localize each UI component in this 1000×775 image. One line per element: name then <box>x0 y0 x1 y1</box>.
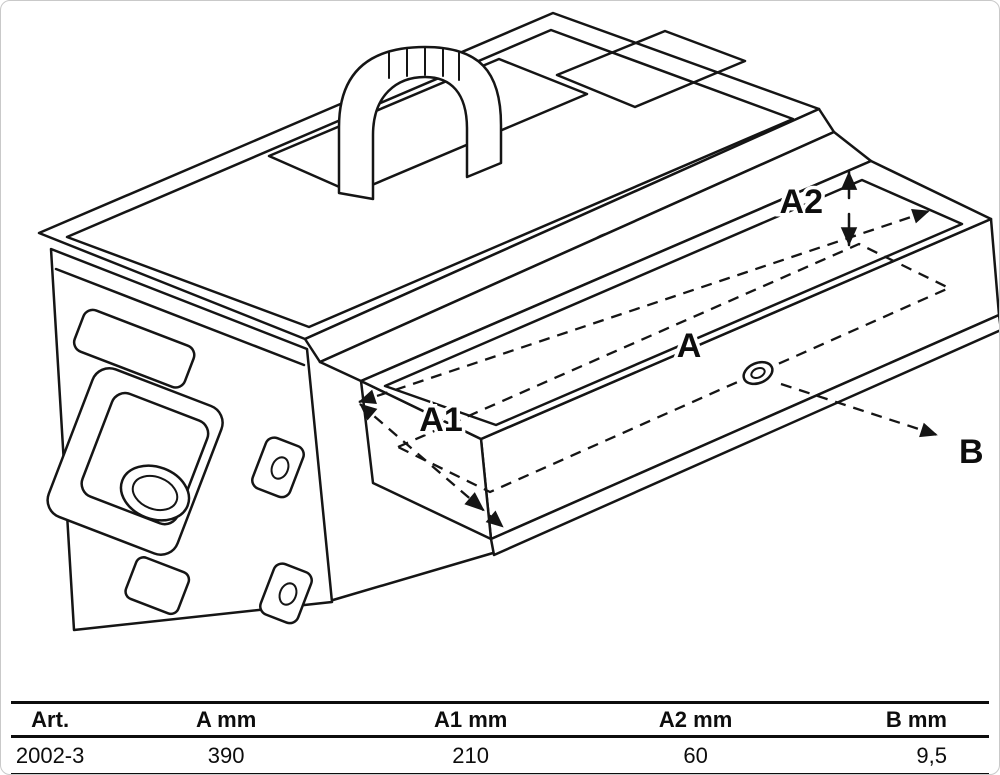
dimension-line-a <box>358 209 930 404</box>
cell-a1: 210 <box>452 742 489 768</box>
body-rim-line <box>54 267 306 367</box>
cell-a: 390 <box>207 742 245 768</box>
latch-hinge <box>72 308 196 389</box>
cell-art: 2002-3 <box>15 742 85 768</box>
dimension-annotations: A2 A A1 B <box>358 170 987 528</box>
dimension-label-a2: A2 <box>780 183 823 221</box>
carry-handle <box>337 45 503 201</box>
handle-loop <box>337 45 503 201</box>
corner-bracket-plates <box>251 436 313 625</box>
col-header-b: B mm <box>885 706 947 732</box>
cell-a2: 60 <box>683 742 708 768</box>
dimension-label-a1: A1 <box>419 401 462 439</box>
toolbox-technical-drawing: A2 A A1 B <box>37 11 999 632</box>
col-header-a2: A2 mm <box>658 706 733 732</box>
table-header-row: Art. A mm A1 mm A2 mm B mm <box>11 704 989 738</box>
dimension-a1-extra-arrowhead <box>464 492 485 512</box>
dimension-label-b: B <box>959 433 984 471</box>
dimensions-table: Art. A mm A1 mm A2 mm B mm 2002-3 390 21… <box>11 701 989 774</box>
latch-hole-inner <box>131 474 179 512</box>
dimension-leader-b <box>780 382 938 438</box>
col-header-a: A mm <box>195 706 257 732</box>
lid-recess-outline <box>65 28 795 329</box>
handle-grip-ridges <box>388 47 460 81</box>
drawer-slide-rail <box>331 551 495 602</box>
front-latch-assembly <box>46 308 224 616</box>
dimension-label-a: A <box>677 327 702 365</box>
col-header-art: Art. <box>31 706 70 732</box>
cell-b: 9,5 <box>916 742 947 768</box>
table-row: 2002-3 390 210 60 9,5 <box>11 738 989 773</box>
latch-bottom-tab <box>124 556 191 616</box>
col-header-a1: A1 mm <box>433 706 508 732</box>
latch-inner-panel <box>80 391 210 526</box>
lid-tray-compartment <box>555 29 747 109</box>
